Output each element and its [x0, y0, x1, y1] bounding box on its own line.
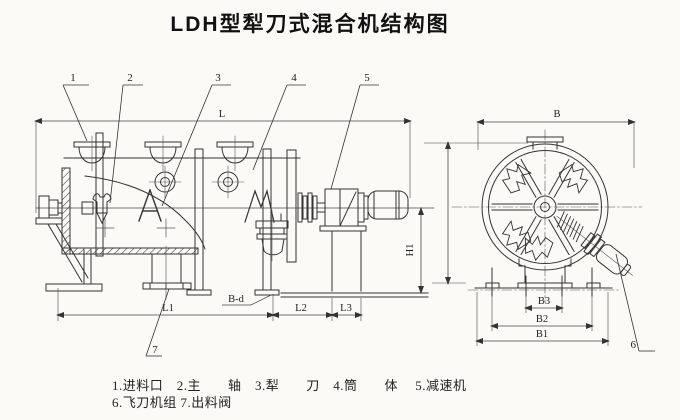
page-title: LDH型犁刀式混合机结构图 — [170, 13, 450, 36]
dimensions-end-view: B B3 B2 B1 — [424, 109, 636, 346]
spokes — [491, 158, 599, 256]
left-bearing-support — [35, 195, 103, 292]
end-view-plow-blades — [501, 163, 589, 262]
dim-label-L2: L2 — [295, 303, 307, 314]
legend-line-1: 1.进料口 2.主 轴 3.犁 刀 4.筒 体 5.减速机 — [112, 378, 467, 393]
top-flange — [526, 136, 564, 150]
discharge-valve — [142, 245, 192, 300]
callout-1: 1 — [70, 72, 76, 84]
dim-label-B2: B2 — [536, 314, 548, 325]
dim-label-B1: B1 — [536, 329, 548, 340]
sight-glasses — [148, 165, 245, 199]
callout-5: 5 — [364, 72, 370, 84]
parts-legend: 1.进料口 2.主 轴 3.犁 刀 4.筒 体 5.减速机 6.飞刀机组 7.出… — [112, 377, 467, 411]
callout-7: 7 — [152, 344, 158, 356]
dim-label-L: L — [219, 109, 225, 120]
callout-3: 3 — [215, 72, 221, 84]
end-view — [451, 129, 643, 303]
callouts-side-view: 1 2 3 4 5 7 — [62, 72, 379, 357]
dim-label-H1: H1 — [405, 244, 416, 257]
fly-knife-unit — [556, 211, 633, 277]
dim-label-B3: B3 — [538, 296, 550, 307]
dim-label-Bd: B-d — [228, 294, 245, 305]
dim-label-L1: L1 — [162, 303, 174, 314]
bottom-support — [467, 258, 621, 297]
callout-6: 6 — [631, 339, 637, 351]
dim-label-B: B — [553, 109, 560, 120]
callout-6-group: 6 — [615, 253, 655, 352]
drive-train — [280, 188, 429, 298]
legend-line-2: 6.飞刀机组 7.出料阀 — [112, 395, 232, 410]
bottom-outlet-fitting — [255, 209, 289, 262]
callout-2: 2 — [127, 72, 133, 84]
feed-inlets — [73, 135, 254, 172]
callout-4: 4 — [291, 72, 297, 84]
dim-label-L3: L3 — [340, 303, 352, 314]
dimensions-side-view: L L1 L2 L3 B-d H1 — [34, 109, 424, 321]
side-view — [35, 132, 435, 300]
plow-blades — [81, 188, 275, 238]
